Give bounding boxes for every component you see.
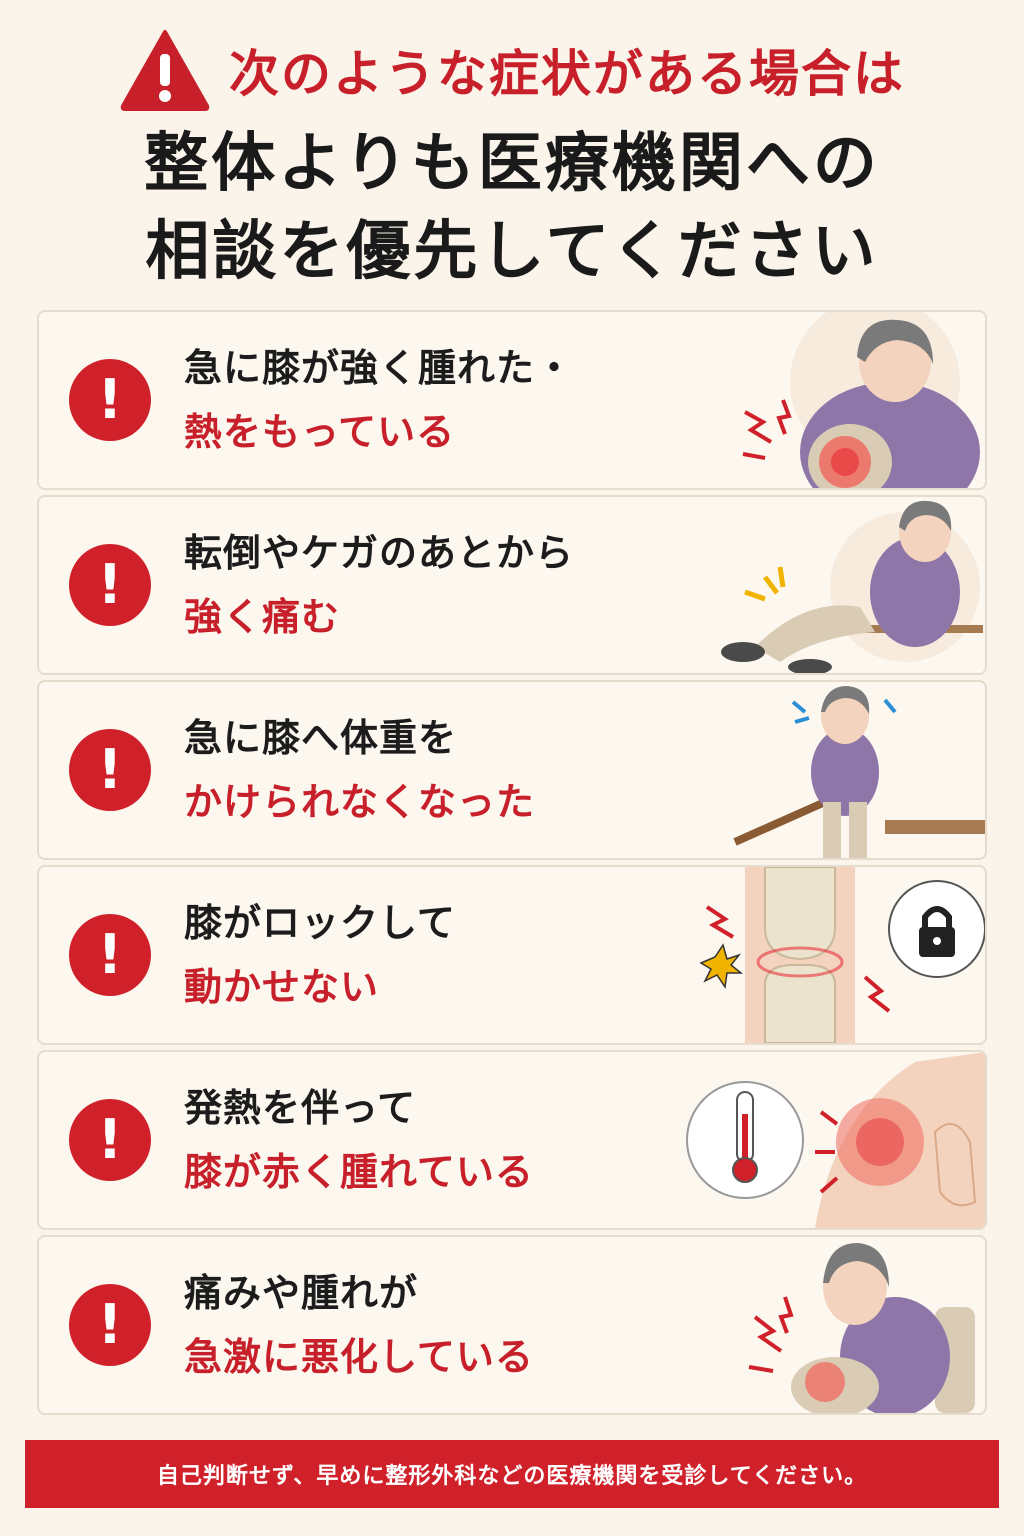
exclamation-icon: ! (69, 544, 151, 626)
symptom-line-1: 急に膝が強く腫れた・ (184, 346, 575, 390)
warning-text: 次のような症状がある場合は (229, 45, 905, 103)
red-knee-thermometer-illustration (686, 1052, 985, 1228)
symptom-line-1: 発熱を伴って (184, 1086, 417, 1130)
elderly-woman-in-severe-knee-pain-illustration (748, 1243, 975, 1413)
symptom-text: 痛みや腫れが 急激に悪化している (184, 1261, 534, 1389)
exclamation-icon: ! (69, 1099, 151, 1181)
symptom-line-2: かけられなくなった (184, 780, 536, 824)
symptom-card: ! 転倒やケガのあとから 強く痛む (37, 495, 987, 675)
elderly-woman-fallen-on-floor-illustration (721, 500, 983, 673)
warning-row: 次のような症状がある場合は (0, 20, 1024, 120)
symptom-line-2: 熱をもっている (184, 410, 456, 454)
symptom-line-1: 転倒やケガのあとから (184, 531, 575, 575)
symptom-text: 膝がロックして 動かせない (184, 891, 456, 1019)
footer-notice: 自己判断せず、早めに整形外科などの医療機関を受診してください。 (25, 1440, 999, 1508)
knee-joint-locked-illustration (699, 867, 985, 1043)
symptom-line-2: 膝が赤く腫れている (184, 1150, 534, 1194)
symptom-text: 転倒やケガのあとから 強く痛む (184, 521, 574, 649)
symptom-card: ! 痛みや腫れが 急激に悪化している (37, 1235, 987, 1415)
exclamation-icon: ! (69, 1284, 151, 1366)
warning-triangle-icon (120, 30, 210, 111)
symptom-line-2: 動かせない (184, 965, 380, 1009)
symptom-text: 発熱を伴って 膝が赤く腫れている (184, 1076, 534, 1204)
headline-line-2: 相談を優先してください (145, 215, 879, 289)
symptom-line-1: 急に膝へ体重を (184, 716, 458, 760)
header: 次のような症状がある場合は 整体よりも医療機関への 相談を優先してください (0, 20, 1024, 296)
symptom-card: ! 急に膝へ体重を かけられなくなった (37, 680, 987, 860)
symptom-line-1: 痛みや腫れが (184, 1271, 419, 1315)
symptom-list: ! 急に膝が強く腫れた・ 熱をもっている ! (37, 310, 987, 1420)
elderly-woman-unable-to-bear-weight-illustration (733, 686, 985, 858)
symptom-text: 急に膝へ体重を かけられなくなった (184, 706, 535, 834)
symptom-text: 急に膝が強く腫れた・ 熱をもっている (184, 336, 574, 464)
symptom-card: ! 膝がロックして 動かせない (37, 865, 987, 1045)
headline-line-1: 整体よりも医療機関への (144, 127, 880, 201)
exclamation-icon: ! (69, 359, 151, 441)
symptom-line-2: 強く痛む (184, 595, 341, 639)
exclamation-icon: ! (69, 729, 151, 811)
elderly-woman-holding-swollen-knee-illustration (742, 312, 980, 488)
symptom-card: ! 急に膝が強く腫れた・ 熱をもっている (37, 310, 987, 490)
symptom-line-2: 急激に悪化している (184, 1335, 534, 1379)
symptom-card: ! 発熱を伴って 膝が赤く腫れている (37, 1050, 987, 1230)
exclamation-icon: ! (69, 914, 151, 996)
symptom-line-1: 膝がロックして (184, 901, 456, 945)
